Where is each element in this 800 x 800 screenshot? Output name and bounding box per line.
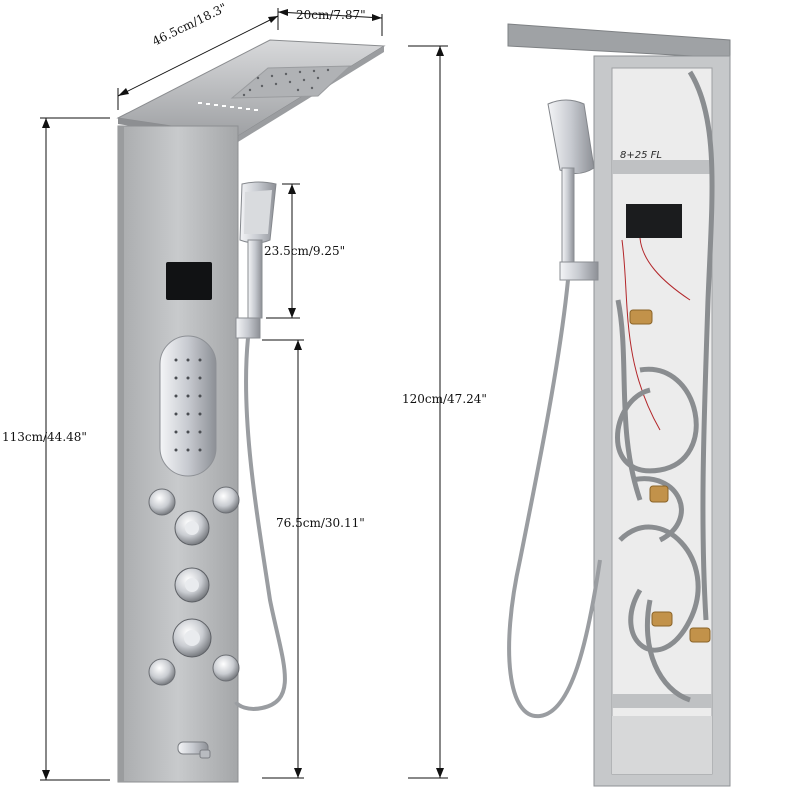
shower-hose xyxy=(234,337,287,711)
temperature-display xyxy=(166,262,212,300)
total-height-dimension-label: 120cm/47.24" xyxy=(402,392,487,406)
body-spray-plate xyxy=(159,335,217,477)
shower-hose-right xyxy=(507,279,602,719)
body-jet-bottom-left xyxy=(148,658,176,686)
handwritten-label: 8+25 FL xyxy=(620,150,662,161)
depth-dimension-label: 20cm/7.87" xyxy=(296,8,366,22)
hand-shower xyxy=(235,181,277,339)
tub-spout xyxy=(177,741,211,759)
control-box xyxy=(626,204,682,238)
body-jet-bottom-right xyxy=(212,654,240,682)
body-jet-top-left xyxy=(148,488,176,516)
handshower-dimension-label: 23.5cm/9.25" xyxy=(264,244,346,258)
front-panel xyxy=(116,39,386,783)
dimension-lines xyxy=(40,8,448,781)
hose-dimension-label: 76.5cm/30.11" xyxy=(276,516,365,530)
body-jet-top-right xyxy=(212,486,240,514)
interior-panel: 8+25 FL xyxy=(507,23,731,787)
hand-shower-right xyxy=(547,99,599,281)
panel-height-dimension-label: 113cm/44.48" xyxy=(2,430,87,444)
